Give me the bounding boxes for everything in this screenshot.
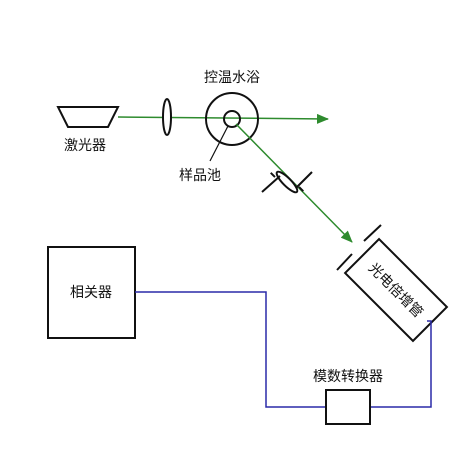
correlator-label: 相关器 <box>70 285 112 301</box>
collection-lens-mount-left <box>261 175 281 193</box>
focusing-lens <box>162 98 172 136</box>
wire-correlator-to-adc <box>135 291 326 408</box>
laser-body <box>56 106 120 128</box>
laser <box>56 106 120 128</box>
wire-adc-to-pmt <box>370 320 432 408</box>
collection-lens <box>270 170 304 194</box>
laser-label: 激光器 <box>64 137 106 154</box>
collection-lens-mount-right <box>295 171 313 189</box>
water-bath-label: 控温水浴 <box>204 70 260 86</box>
sample-cell-label: 样品池 <box>179 168 221 184</box>
pmt-slit-left <box>336 253 353 271</box>
pmt-body <box>343 237 449 343</box>
adc-box <box>325 389 371 425</box>
incident-beam <box>117 113 329 124</box>
pmt-slit-right <box>363 224 382 242</box>
sample-cell <box>223 110 241 128</box>
adc-label: 模数转换器 <box>313 368 383 385</box>
sample-cell-leader <box>209 125 229 162</box>
water-bath <box>205 92 259 146</box>
